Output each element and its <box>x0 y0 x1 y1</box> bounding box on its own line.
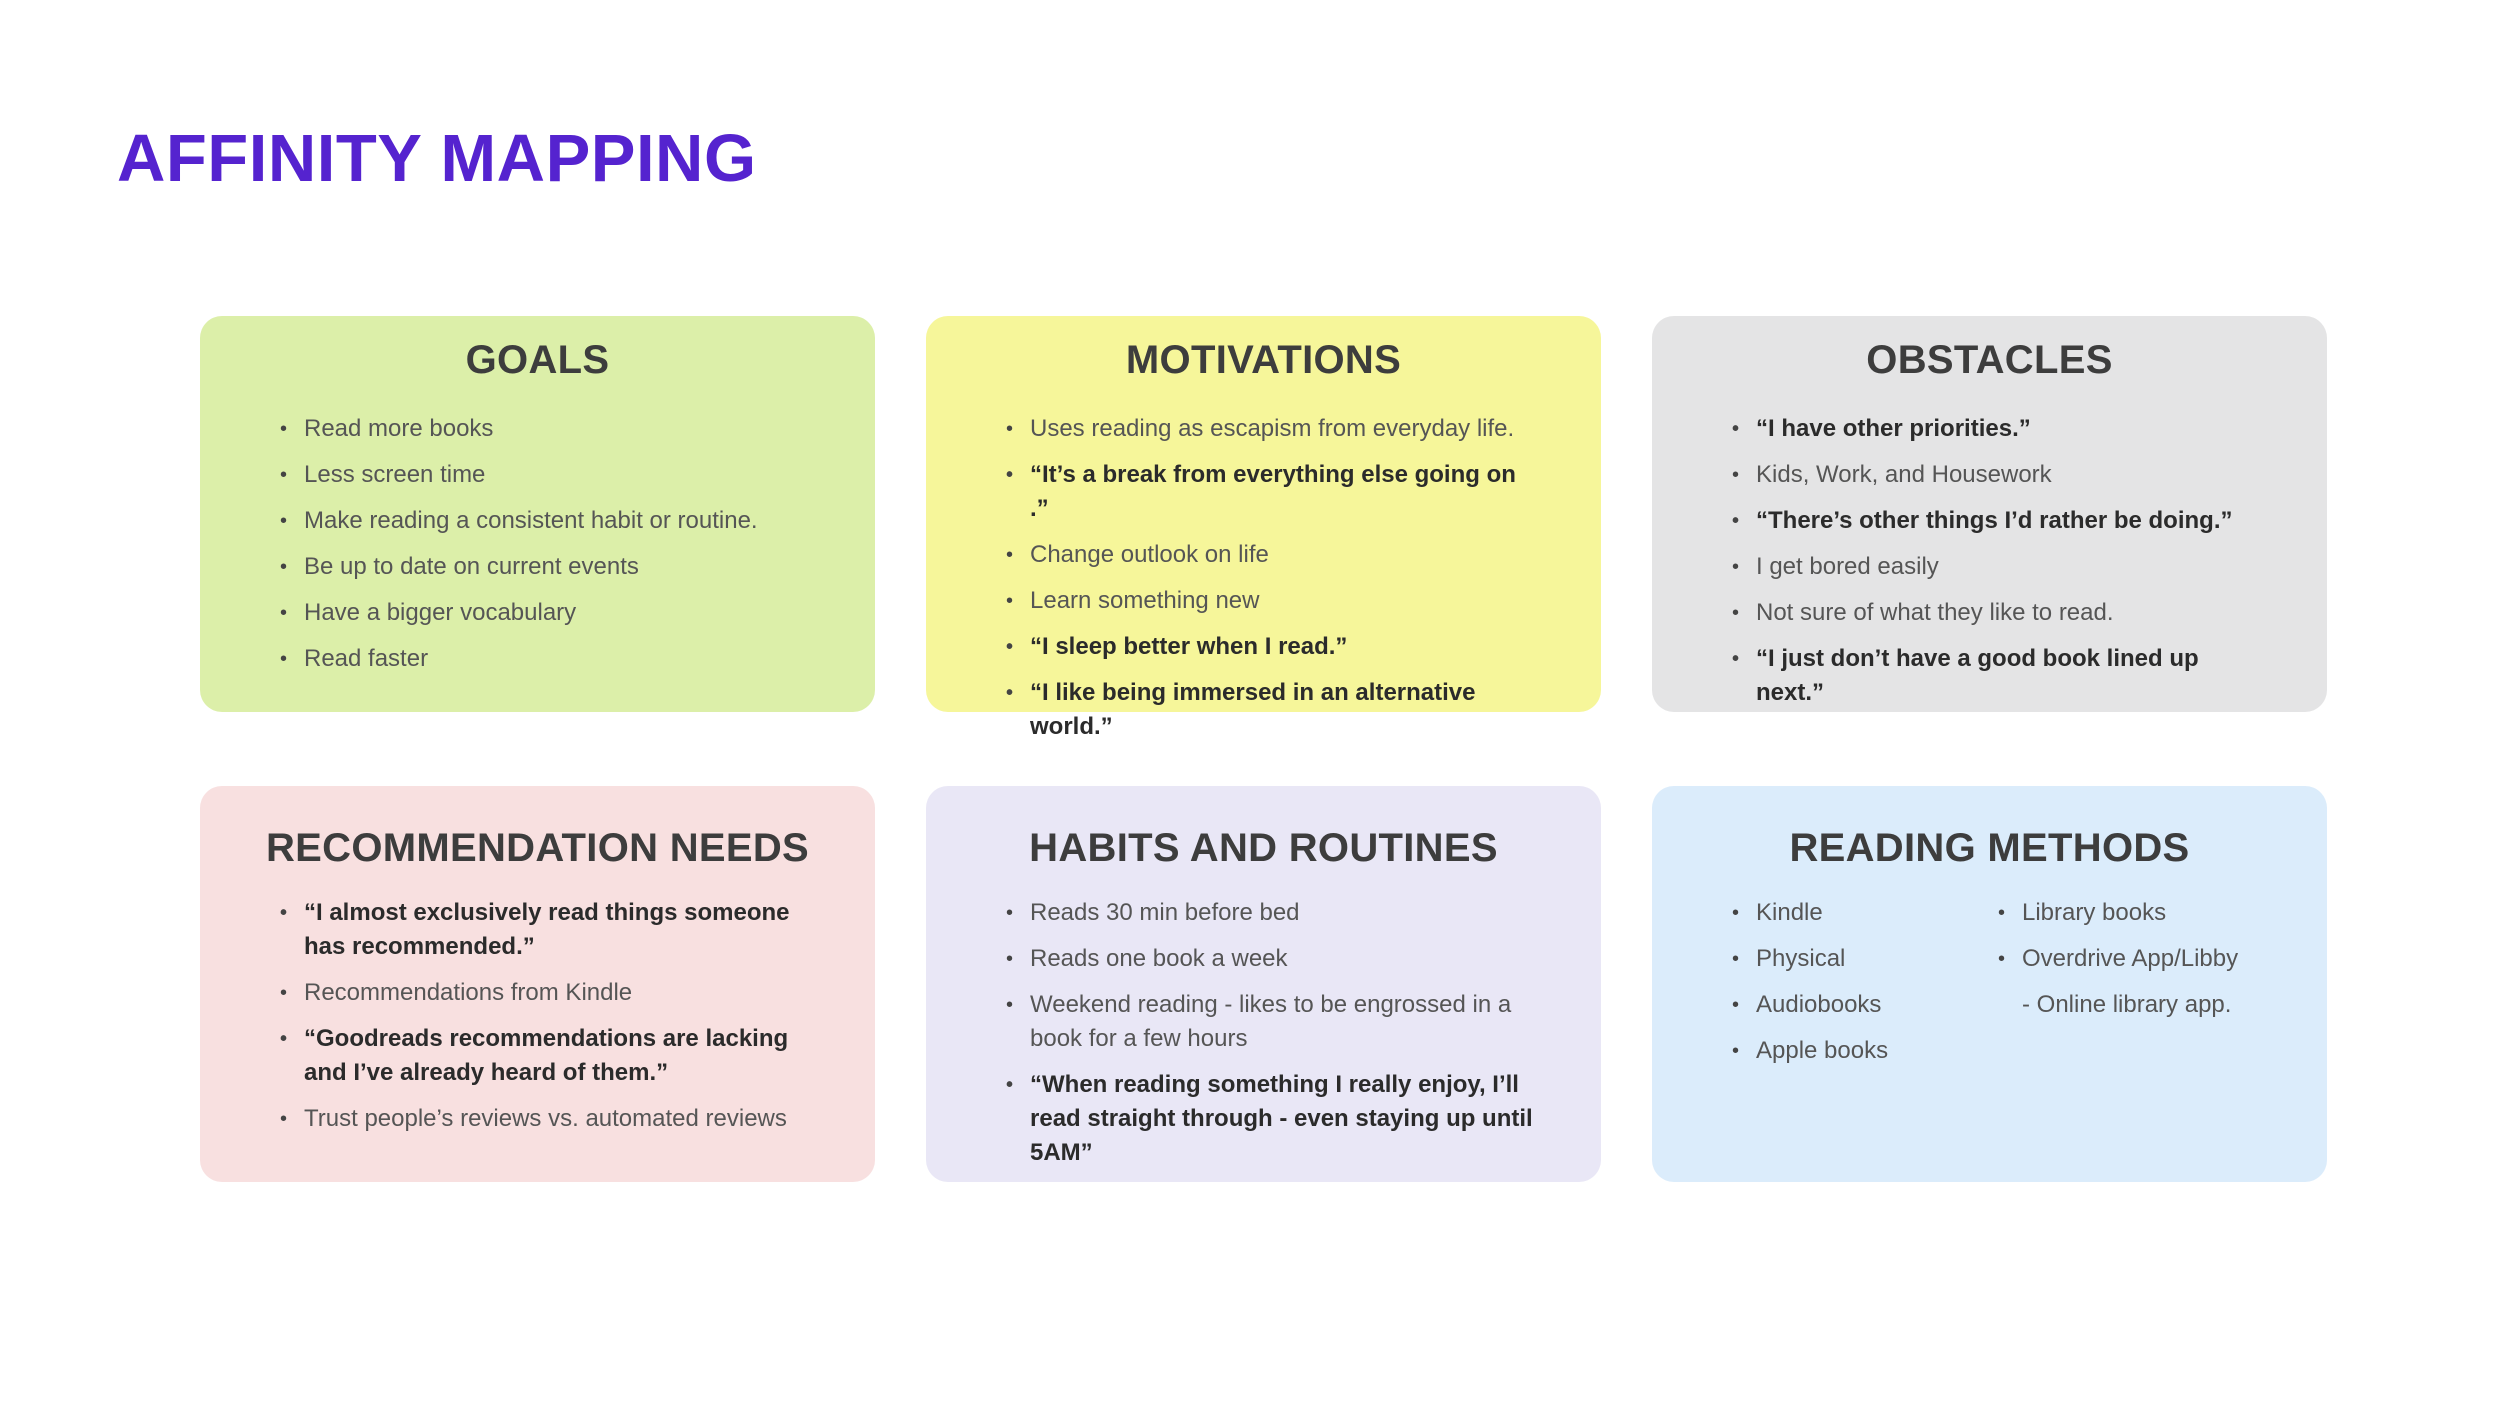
list-item: •Overdrive App/Libby <box>1998 942 2238 976</box>
bullet-icon: • <box>1006 994 1014 1016</box>
list-item: •Apple books <box>1732 1034 1888 1068</box>
list-item: •Have a bigger vocabulary <box>200 596 875 630</box>
list-item: •Uses reading as escapism from everyday … <box>926 412 1601 446</box>
bullet-icon: • <box>1006 682 1014 704</box>
list-item: •Reads 30 min before bed <box>926 896 1601 930</box>
list-item: •Less screen time <box>200 458 875 492</box>
page-title: AFFINITY MAPPING <box>117 121 757 196</box>
bullet-icon: • <box>280 982 288 1004</box>
list-item: •Be up to date on current events <box>200 550 875 584</box>
list-item: •Read faster <box>200 642 875 676</box>
bullet-icon: • <box>1732 902 1740 924</box>
bullet-icon: • <box>1006 636 1014 658</box>
bullet-icon: • <box>280 510 288 532</box>
list-item: •Physical <box>1732 942 1888 976</box>
motivations-title: MOTIVATIONS <box>1125 338 1402 382</box>
bullet-icon: • <box>1006 590 1014 612</box>
list-item: •“I almost exclusively read things someo… <box>200 896 875 964</box>
motivations-card: MOTIVATIONS •Uses reading as escapism fr… <box>926 316 1601 740</box>
bullet-icon: • <box>280 1108 288 1130</box>
obstacles-title: OBSTACLES <box>1866 338 2113 382</box>
goals-list: •Read more books •Less screen time •Make r… <box>200 412 875 688</box>
bullet-icon: • <box>280 418 288 440</box>
goals-title: GOALS <box>465 338 610 382</box>
bullet-icon: • <box>1732 556 1740 578</box>
bullet-icon: • <box>1998 902 2006 924</box>
list-item: •“I like being immersed in an alternativ… <box>926 676 1601 744</box>
reading-methods-col-2: •Library books •Overdrive App/Libby - On… <box>1998 896 2238 1034</box>
bullet-icon: • <box>280 464 288 486</box>
bullet-icon: • <box>280 556 288 578</box>
list-item: •“I have other priorities.” <box>1652 412 2327 446</box>
bullet-icon: • <box>1732 418 1740 440</box>
bullet-icon: • <box>1006 948 1014 970</box>
bullet-icon: • <box>280 902 288 924</box>
bullet-icon: • <box>1732 510 1740 532</box>
list-item: •Trust people’s reviews vs. automated re… <box>200 1102 875 1136</box>
list-item: •I get bored easily <box>1652 550 2327 584</box>
bullet-icon: • <box>1732 602 1740 624</box>
bullet-icon: • <box>1732 948 1740 970</box>
list-item: •Recommendations from Kindle <box>200 976 875 1010</box>
reading-methods-col-1: •Kindle •Physical •Audiobooks •Apple boo… <box>1732 896 1888 1080</box>
motivations-list: •Uses reading as escapism from everyday … <box>926 412 1601 756</box>
list-item: •Weekend reading - likes to be engrossed… <box>926 988 1601 1056</box>
reading-methods-title: READING METHODS <box>1789 826 2190 870</box>
list-item: •Not sure of what they like to read. <box>1652 596 2327 630</box>
obstacles-list: •“I have other priorities.” •Kids, Work, … <box>1652 412 2327 722</box>
bullet-icon: • <box>280 648 288 670</box>
bullet-icon: • <box>1006 464 1014 486</box>
obstacles-card: OBSTACLES •“I have other priorities.” •Ki… <box>1652 316 2327 712</box>
list-item: •“I just don’t have a good book lined up… <box>1652 642 2327 710</box>
bullet-icon: • <box>280 1028 288 1050</box>
bullet-icon: • <box>1006 1074 1014 1096</box>
bullet-icon: • <box>1006 418 1014 440</box>
list-item: •Read more books <box>200 412 875 446</box>
habits-card: HABITS AND ROUTINES •Reads 30 min before… <box>926 786 1601 1182</box>
list-item: •Audiobooks <box>1732 988 1888 1022</box>
bullet-icon: • <box>280 602 288 624</box>
habits-list: •Reads 30 min before bed •Reads one book … <box>926 896 1601 1182</box>
reading-methods-card: READING METHODS •Kindle •Physical •Audio… <box>1652 786 2327 1182</box>
list-item: •“There’s other things I’d rather be doi… <box>1652 504 2327 538</box>
list-item: •Learn something new <box>926 584 1601 618</box>
list-item-sub: - Online library app. <box>2022 991 2232 1018</box>
bullet-icon: • <box>1732 648 1740 670</box>
list-item: •Library books <box>1998 896 2238 930</box>
bullet-icon: • <box>1732 994 1740 1016</box>
recommendation-needs-title: RECOMMENDATION NEEDS <box>265 826 810 870</box>
list-item: •Make reading a consistent habit or rout… <box>200 504 875 538</box>
bullet-icon: • <box>1998 948 2006 970</box>
list-item: • “When reading something I really enjoy… <box>926 1068 1601 1170</box>
list-item: •“I sleep better when I read.” <box>926 630 1601 664</box>
list-item: •Reads one book a week <box>926 942 1601 976</box>
recommendation-needs-list: •“I almost exclusively read things someo… <box>200 896 875 1148</box>
list-item: •“It’s a break from everything else goin… <box>926 458 1601 526</box>
bullet-icon: • <box>1732 1040 1740 1062</box>
list-item: •Kindle <box>1732 896 1888 930</box>
list-item: •“Goodreads recommendations are lacking … <box>200 1022 875 1090</box>
bullet-icon: • <box>1732 464 1740 486</box>
list-item: •Change outlook on life <box>926 538 1601 572</box>
list-item: •Kids, Work, and Housework <box>1652 458 2327 492</box>
recommendation-needs-card: RECOMMENDATION NEEDS •“I almost exclusiv… <box>200 786 875 1182</box>
bullet-icon: • <box>1006 902 1014 924</box>
goals-card: GOALS •Read more books•Less screen time•… <box>200 316 875 712</box>
habits-title: HABITS AND ROUTINES <box>1029 826 1498 870</box>
bullet-icon: • <box>1006 544 1014 566</box>
